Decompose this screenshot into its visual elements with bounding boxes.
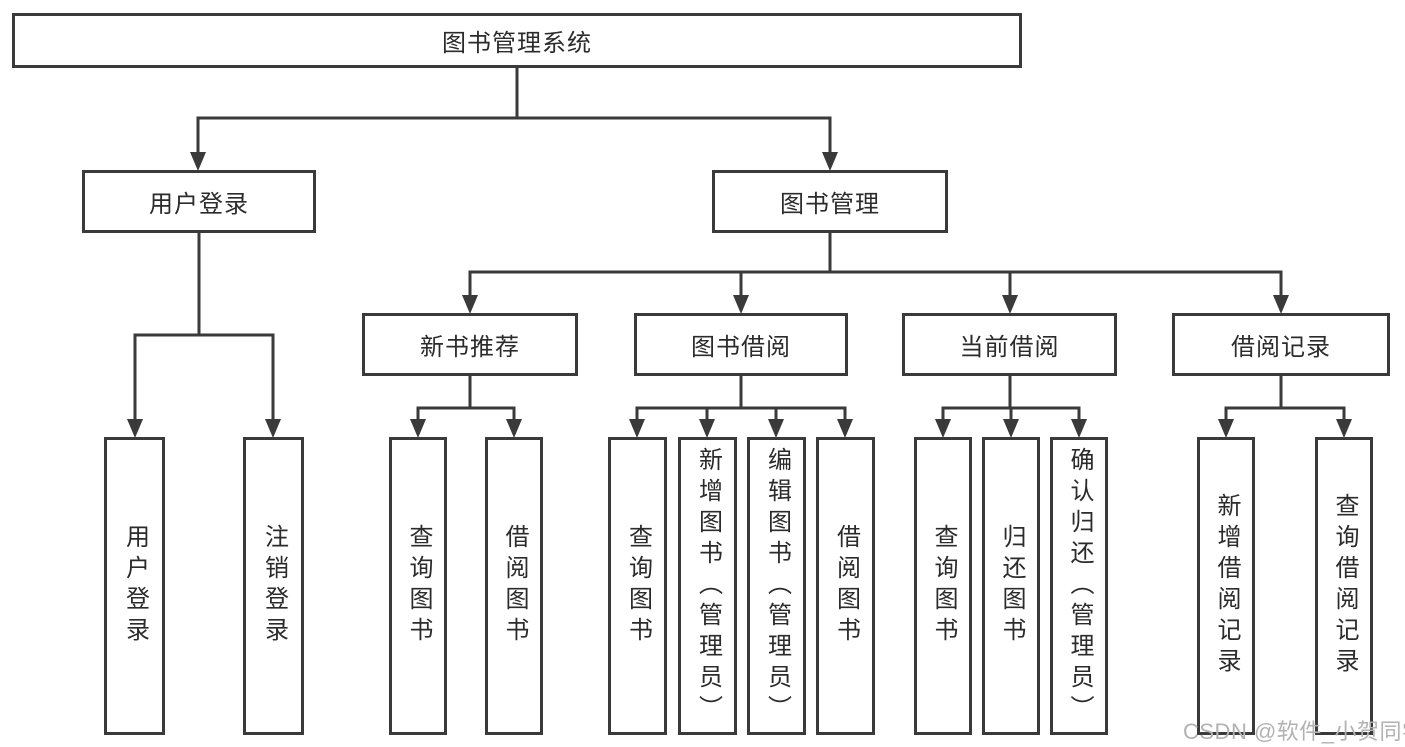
leaf-add-books-admin-label: 新增图书（管理员）: [694, 446, 722, 726]
leaf-confirm-return-admin: 确认归还（管理员）: [1050, 437, 1108, 735]
leaf-borrow-books-1: 借阅图书: [485, 437, 543, 735]
leaf-logout: 注销登录: [243, 437, 304, 735]
leaf-return-books: 归还图书: [982, 437, 1040, 735]
leaf-confirm-return-admin-label: 确认归还（管理员）: [1066, 446, 1093, 726]
leaf-query-books-3: 查询图书: [914, 437, 972, 735]
leaf-add-borrow-record: 新增借阅记录: [1197, 437, 1255, 735]
node-book-management: 图书管理: [712, 170, 948, 233]
node-book-borrowing: 图书借阅: [634, 313, 848, 376]
leaf-borrow-books-2: 借阅图书: [816, 437, 875, 735]
leaf-query-books-2-label: 查询图书: [624, 524, 652, 648]
leaf-logout-label: 注销登录: [260, 524, 288, 648]
csdn-watermark: CSDN @软件_小贺同学: [1183, 719, 1405, 744]
leaf-user-login-label: 用户登录: [121, 524, 149, 648]
node-borrowing-records: 借阅记录: [1172, 313, 1390, 376]
leaf-query-books-1-label: 查询图书: [405, 524, 432, 648]
node-library-management-system: 图书管理系统: [12, 13, 1022, 68]
leaf-return-books-label: 归还图书: [998, 524, 1025, 648]
leaf-query-books-2: 查询图书: [608, 437, 667, 735]
leaf-borrow-books-2-label: 借阅图书: [832, 524, 860, 648]
node-new-book-recommend: 新书推荐: [362, 313, 578, 376]
node-current-borrowing: 当前借阅: [902, 313, 1117, 376]
leaf-query-books-3-label: 查询图书: [930, 524, 957, 648]
leaf-query-borrow-record: 查询借阅记录: [1315, 437, 1373, 735]
leaf-edit-books-admin-label: 编辑图书（管理员）: [763, 446, 791, 726]
leaf-add-borrow-record-label: 新增借阅记录: [1213, 493, 1240, 679]
node-user-login: 用户登录: [82, 170, 316, 233]
leaf-borrow-books-1-label: 借阅图书: [501, 524, 528, 648]
leaf-edit-books-admin: 编辑图书（管理员）: [747, 437, 806, 735]
leaf-query-books-1: 查询图书: [389, 437, 447, 735]
leaf-add-books-admin: 新增图书（管理员）: [678, 437, 737, 735]
leaf-query-borrow-record-label: 查询借阅记录: [1331, 493, 1358, 679]
leaf-user-login: 用户登录: [104, 437, 165, 735]
